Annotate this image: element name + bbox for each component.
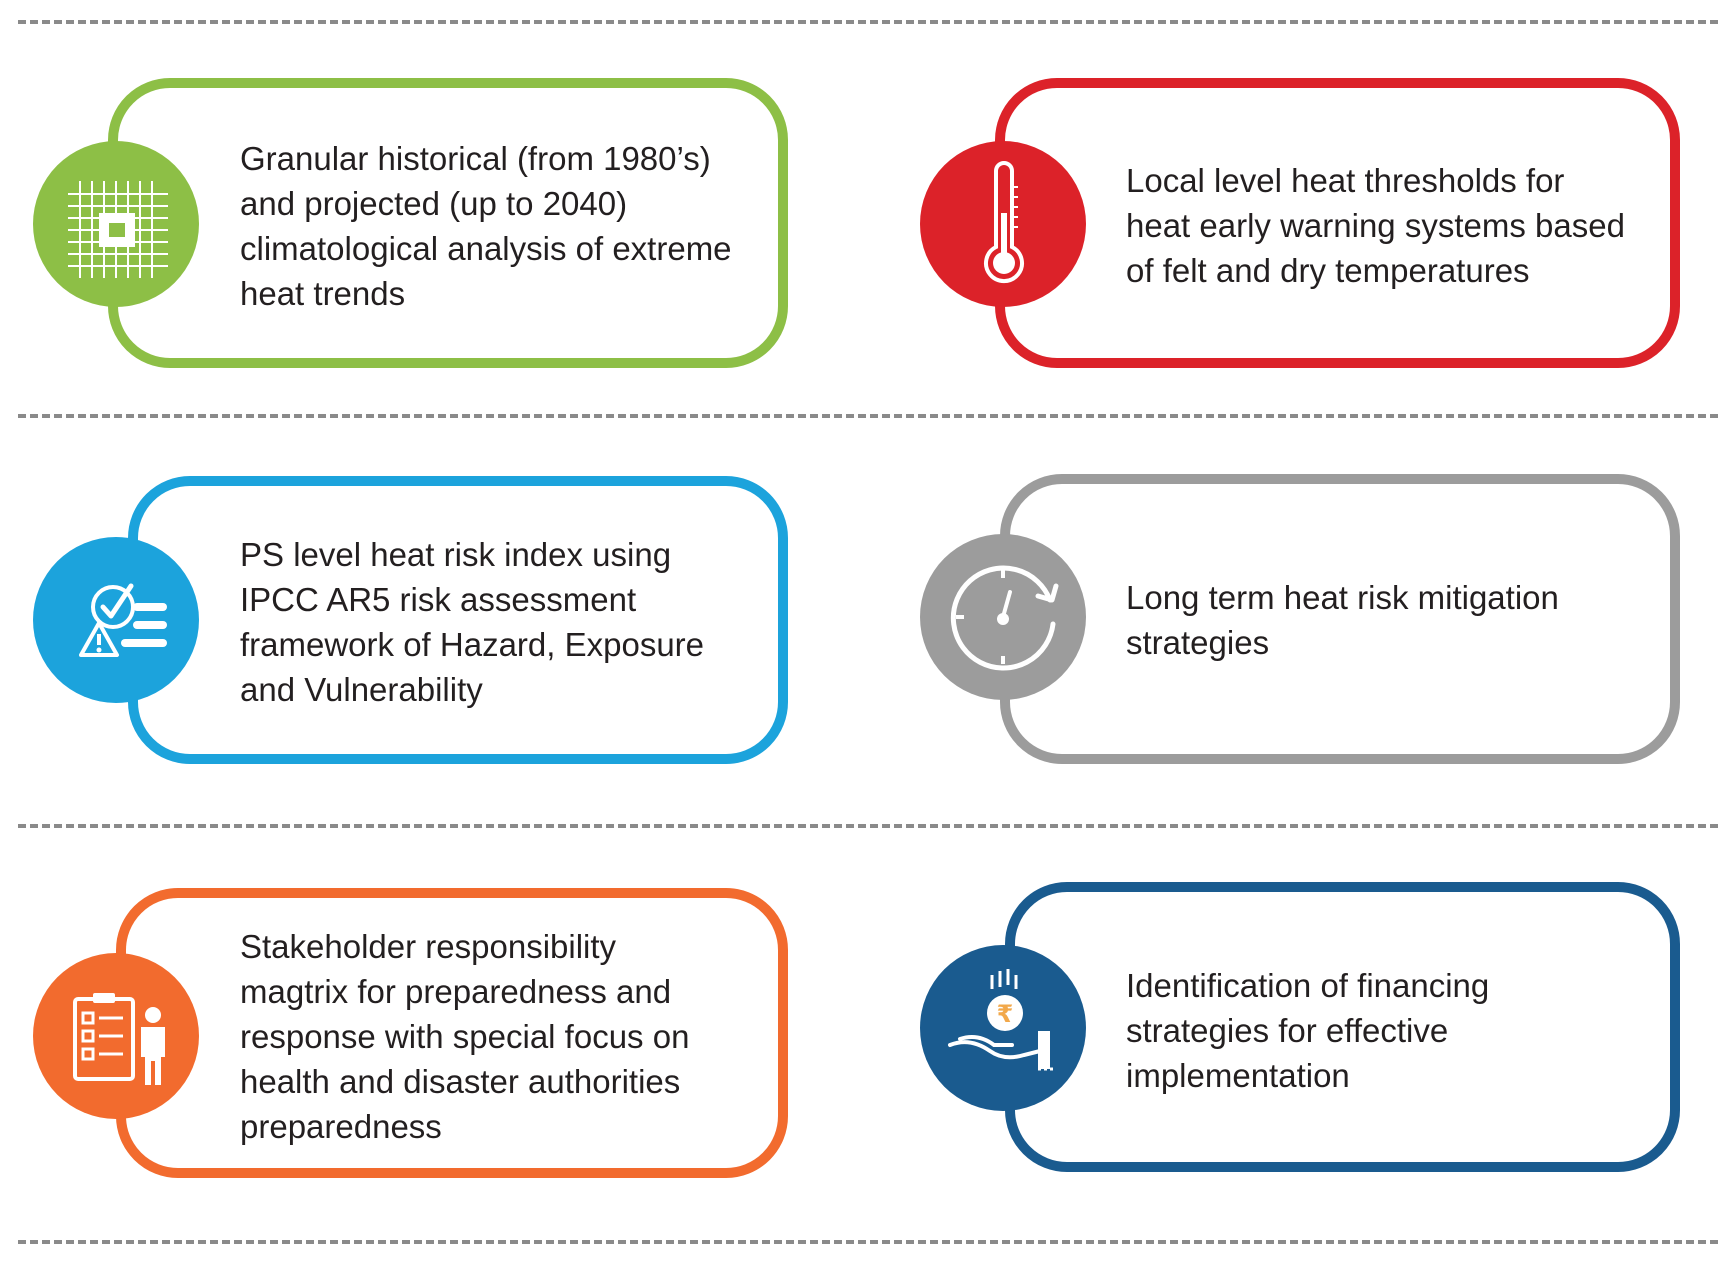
card-mitigation-strategies bbox=[1000, 474, 1680, 764]
card-historical-analysis-text: Granular historical (from 1980’s) and pr… bbox=[240, 140, 732, 312]
thermometer-icon bbox=[920, 141, 1086, 307]
divider-row-2 bbox=[18, 824, 1718, 828]
divider-row-1 bbox=[18, 414, 1718, 418]
grid-map-icon bbox=[33, 141, 199, 307]
svg-text:₹: ₹ bbox=[997, 1000, 1014, 1028]
card-heat-risk-index-text: PS level heat risk index using IPCC AR5 … bbox=[240, 536, 705, 708]
card-mitigation-strategies-text: Long term heat risk mitigation strategie… bbox=[1126, 579, 1559, 661]
divider-bottom bbox=[18, 1240, 1718, 1244]
card-heat-thresholds-text: Local level heat thresholds for heat ear… bbox=[1126, 162, 1625, 289]
card-financing-strategies-text: Identification of financing strategies f… bbox=[1126, 967, 1490, 1094]
card-historical-analysis bbox=[108, 78, 788, 368]
card-heat-thresholds bbox=[995, 78, 1680, 368]
divider-top bbox=[18, 20, 1718, 24]
card-stakeholder-matrix bbox=[116, 888, 788, 1178]
risk-checklist-icon bbox=[33, 537, 199, 703]
card-stakeholder-matrix-text: Stakeholder responsibility magtrix for p… bbox=[240, 928, 690, 1145]
rupee-hand-icon: ₹ bbox=[920, 945, 1086, 1111]
clipboard-person-icon bbox=[33, 953, 199, 1119]
clock-refresh-icon bbox=[920, 534, 1086, 700]
